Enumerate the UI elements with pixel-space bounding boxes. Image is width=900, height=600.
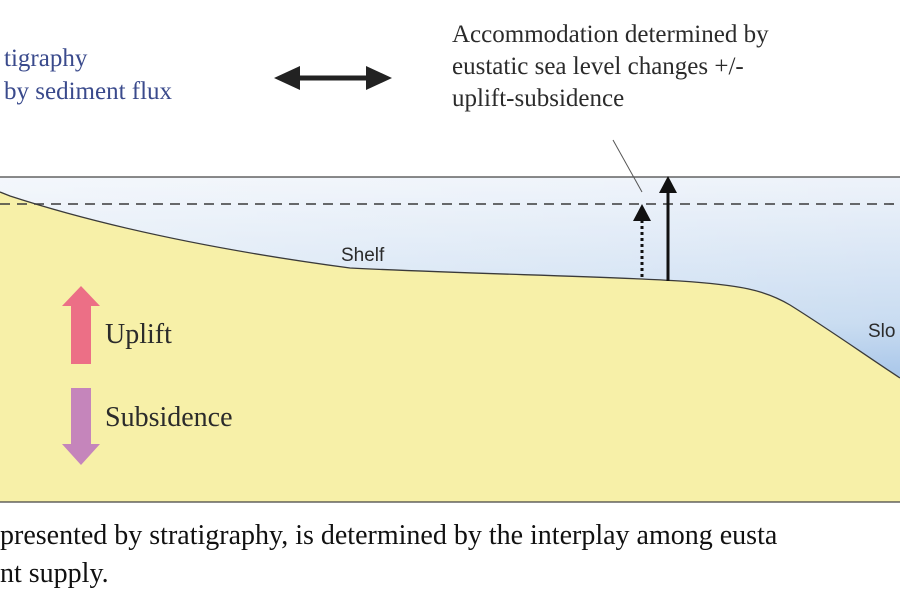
right-annotation-line-1: Accommodation determined by — [452, 21, 769, 48]
caption-line-1: presented by stratigraphy, is determined… — [0, 520, 778, 551]
subsidence-label: Subsidence — [105, 402, 233, 433]
uplift-label: Uplift — [105, 319, 172, 350]
solid-accommodation-arrow — [659, 176, 677, 281]
sediment-wedge — [0, 192, 900, 502]
slope-label: Slo — [868, 321, 896, 342]
seafloor-profile-line — [0, 191, 900, 379]
subsidence-arrow — [62, 388, 100, 465]
left-annotation-line-1: tigraphy — [4, 45, 88, 72]
right-annotation-line-3: uplift-subsidence — [452, 85, 625, 112]
double-headed-arrow — [274, 66, 392, 90]
uplift-arrow — [62, 286, 100, 364]
dotted-accommodation-arrow — [633, 204, 651, 277]
shelf-label: Shelf — [341, 245, 385, 266]
caption-line-2: nt supply. — [0, 558, 109, 589]
left-annotation-line-2: by sediment flux — [4, 78, 173, 105]
annotation-leader-line — [612, 139, 643, 193]
right-annotation-line-2: eustatic sea level changes +/- — [452, 53, 744, 80]
